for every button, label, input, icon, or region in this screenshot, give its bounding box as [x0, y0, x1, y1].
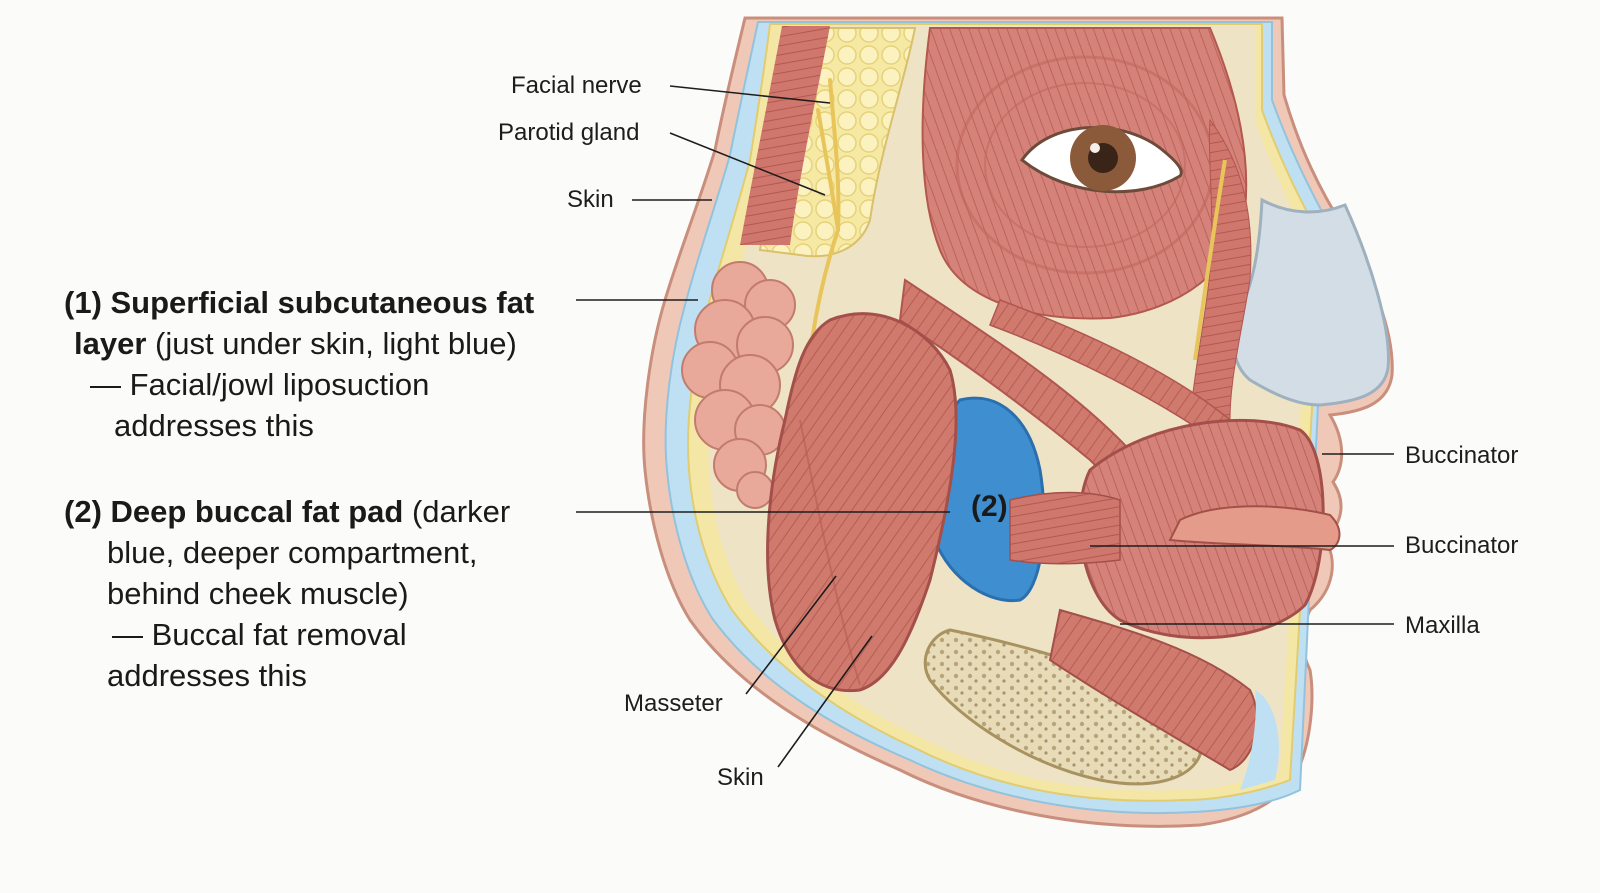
marker-deep-buccal-fat: (2) [971, 490, 1008, 523]
leader-lines [576, 85, 1394, 768]
callout-deep-procedure: — Buccal fat removal [112, 617, 407, 652]
label-facial-nerve: Facial nerve [511, 72, 642, 99]
callout-deep-addresses: addresses this [107, 658, 307, 693]
parotid-gland [681, 261, 796, 509]
label-skin-bottom: Skin [717, 764, 764, 791]
label-masseter: Masseter [624, 690, 723, 717]
callout-deep-detail-3: behind cheek muscle) [107, 576, 409, 611]
callout-superficial-procedure: — Facial/jowl liposuction [90, 367, 430, 402]
callout-superficial-fat: (1) Superficial subcutaneous fat layer (… [64, 282, 584, 452]
callout-superficial-detail: (just under skin, light blue) [146, 326, 517, 361]
lips [1168, 505, 1341, 552]
label-maxilla: Maxilla [1405, 612, 1480, 639]
callout-superficial-addresses: addresses this [114, 408, 314, 443]
callout-deep-buccal-fat: (2) Deep buccal fat pad (darker blue, de… [64, 491, 584, 701]
eye [1019, 125, 1183, 194]
callout-superficial-heading: (1) Superficial subcutaneous fat [64, 285, 535, 320]
callout-deep-detail-1: (darker [403, 494, 511, 529]
masseter-muscle [766, 312, 958, 693]
callout-deep-heading: (2) Deep buccal fat pad [64, 494, 404, 529]
callout-deep-detail-2: blue, deeper compartment, [107, 535, 478, 570]
label-buccinator-lower: Buccinator [1405, 532, 1519, 559]
label-skin-top: Skin [567, 186, 614, 213]
label-parotid-gland: Parotid gland [498, 119, 640, 146]
callout-superficial-heading-2: layer [74, 326, 147, 361]
label-buccinator-upper: Buccinator [1405, 442, 1519, 469]
